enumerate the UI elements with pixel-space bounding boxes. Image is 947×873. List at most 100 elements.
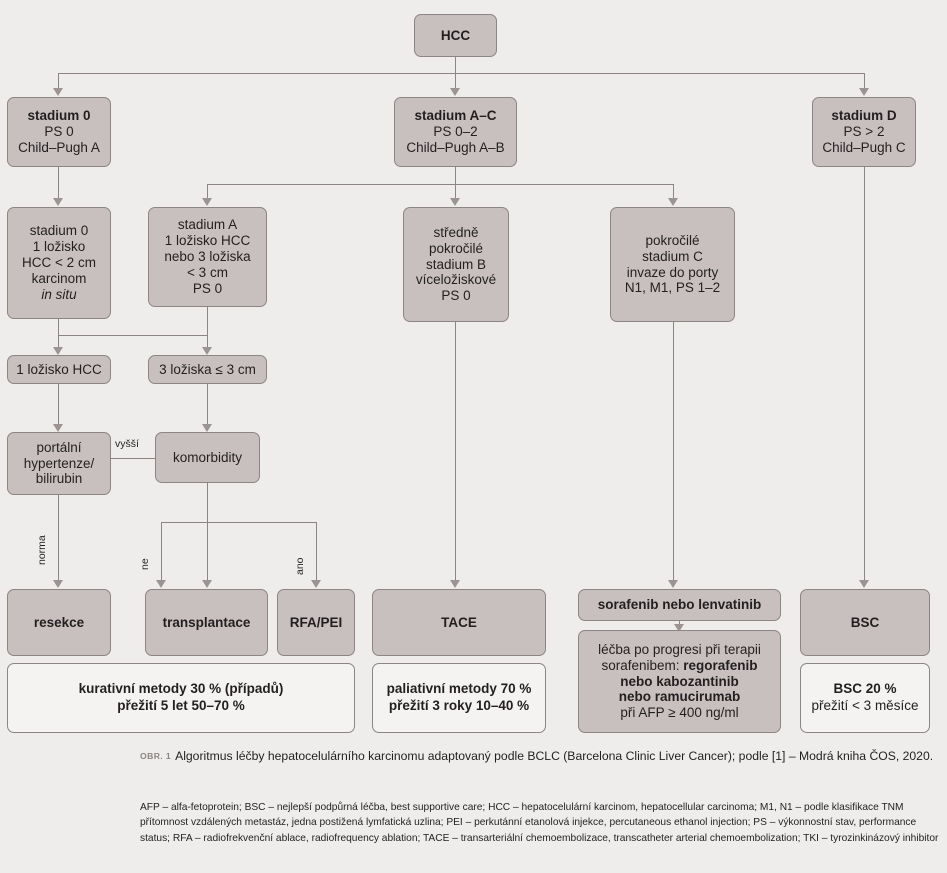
node-stage-c-detail-l4: N1, M1, PS 1–2: [624, 280, 721, 296]
figure-label: OBR. 1: [140, 751, 172, 761]
connector-hcc-down: [455, 56, 456, 73]
connector-stagec-sorafenib: [673, 322, 674, 581]
connector-to-stageac: [455, 73, 456, 89]
node-tace[interactable]: TACE: [372, 589, 546, 656]
arrow-sorafenib-progression: [674, 624, 684, 632]
connector-comorbidity-no: [161, 522, 162, 581]
outcome-bsc[interactable]: BSC 20 % přežití < 3 měsíce: [800, 663, 930, 733]
outcome-bsc-l1: BSC 20 %: [833, 681, 897, 697]
connector-portal-resection: [58, 495, 59, 581]
connector-to-onelesion: [58, 335, 59, 348]
node-stage-0-detail-l5: in situ: [41, 286, 77, 302]
node-stage-c-detail-l1: pokročilé: [645, 232, 700, 248]
node-portal-l1: portální: [36, 439, 82, 455]
node-stage-d-line2: PS > 2: [843, 124, 885, 140]
node-stage-a-detail-l1: stadium A: [177, 217, 238, 233]
node-stage-0-detail-l3: HCC < 2 cm: [22, 255, 96, 271]
node-transplantation[interactable]: transplantace: [145, 589, 268, 656]
arrow-to-onelesion: [53, 347, 63, 355]
arrow-comorbidity-yes: [311, 580, 321, 588]
node-portal-hypertension[interactable]: portální hypertenze/ bilirubin: [7, 432, 111, 495]
arrow-to-stageb: [450, 198, 460, 206]
node-sorafenib[interactable]: sorafenib nebo lenvatinib: [578, 589, 781, 621]
node-hcc-label: HCC: [440, 27, 471, 43]
node-stage-ac[interactable]: stadium A–C PS 0–2 Child–Pugh A–B: [394, 97, 517, 167]
node-stage-0-detail-l4: karcinom: [31, 270, 87, 286]
node-stage-d-title: stadium D: [831, 108, 897, 124]
node-comorbidity[interactable]: komorbidity: [155, 432, 260, 483]
connector-stageadetail-down: [207, 307, 208, 348]
node-resection-label: resekce: [33, 614, 85, 630]
arrow-onelesion-portal: [53, 424, 63, 432]
connector-stageac-down: [455, 167, 456, 184]
node-progression-l1: léčba po progresi při terapii: [598, 641, 761, 657]
node-stage-0-detail[interactable]: stadium 0 1 ložisko HCC < 2 cm karcinom …: [7, 207, 111, 319]
connector-bus-row2: [207, 184, 673, 185]
node-stage-a-detail-l4: < 3 cm: [187, 264, 228, 280]
node-bsc[interactable]: BSC: [800, 589, 930, 656]
outcome-curative-l1: kurativní metody 30 % (případů): [78, 681, 284, 697]
outcome-curative-l2: přežití 5 let 50–70 %: [117, 698, 245, 713]
node-stage-b-detail-l2: pokročilé: [428, 240, 484, 256]
node-progression-l5: při AFP ≥ 400 ng/ml: [620, 705, 739, 721]
node-rfa-pei-label: RFA/PEI: [289, 614, 343, 630]
node-stage-c-detail[interactable]: pokročilé stadium C invaze do porty N1, …: [610, 207, 735, 322]
connector-stage0-detail: [58, 167, 59, 199]
arrow-stage0-detail: [53, 198, 63, 206]
abbreviations-list: AFP – alfa-fetoprotein; BSC – nejlepší p…: [140, 802, 939, 844]
node-hcc[interactable]: HCC: [414, 14, 497, 57]
arrow-to-stagea: [202, 198, 212, 206]
node-comorbidity-label: komorbidity: [172, 449, 243, 465]
node-one-lesion[interactable]: 1 ložisko HCC: [7, 355, 111, 384]
arrow-to-threelesions: [202, 347, 212, 355]
node-stage-b-detail-l4: víceložiskové: [415, 272, 497, 288]
outcome-curative[interactable]: kurativní metody 30 % (případů) přežití …: [7, 663, 355, 733]
connector-stage0detail-down: [58, 319, 59, 335]
arrow-stagec-sorafenib: [668, 580, 678, 588]
node-stage-b-detail-l3: stadium B: [425, 256, 487, 272]
node-progression-therapy[interactable]: léčba po progresi při terapii sorafenibe…: [578, 630, 781, 733]
node-stage-0-line3: Child–Pugh A: [18, 139, 100, 155]
node-stage-a-detail-l2: 1 ložisko HCC: [164, 233, 251, 249]
node-stage-c-detail-l3: invaze do porty: [626, 264, 719, 280]
node-stage-ac-title: stadium A–C: [414, 108, 497, 124]
connector-portal-comorbidity: [110, 458, 155, 459]
node-stage-b-detail[interactable]: středně pokročilé stadium B víceložiskov…: [403, 207, 509, 322]
node-one-lesion-label: 1 ložisko HCC: [16, 361, 102, 377]
node-stage-ac-line3: Child–Pugh A–B: [406, 139, 505, 155]
connector-bus-lesions: [58, 335, 207, 336]
connector-threelesions-comorbidity: [207, 384, 208, 425]
node-resection[interactable]: resekce: [7, 589, 111, 656]
outcome-palliative[interactable]: paliativní metody 70 % přežití 3 roky 10…: [372, 663, 546, 733]
node-stage-a-detail-l3: nebo 3 ložiska: [164, 249, 251, 265]
figure-caption-text: Algoritmus léčby hepatocelulárního karci…: [175, 749, 934, 763]
node-stage-d-line3: Child–Pugh C: [822, 139, 906, 155]
node-progression-l2a: sorafenibem:: [601, 657, 684, 673]
node-sorafenib-label: sorafenib nebo lenvatinib: [597, 597, 762, 613]
arrow-to-stagec: [668, 198, 678, 206]
outcome-palliative-l2: přežití 3 roky 10–40 %: [388, 698, 530, 713]
connector-to-stageb: [455, 184, 456, 199]
node-portal-l2: hypertenze/: [23, 455, 95, 471]
node-rfa-pei[interactable]: RFA/PEI: [277, 589, 355, 656]
edge-label-normal: norma: [36, 533, 48, 567]
connector-onelesion-portal: [58, 384, 59, 425]
node-progression-l4: nebo ramucirumab: [618, 689, 741, 705]
edge-label-yes: ano: [294, 555, 306, 577]
arrow-to-stage0: [53, 88, 63, 96]
node-stage-a-detail[interactable]: stadium A 1 ložisko HCC nebo 3 ložiska <…: [148, 207, 267, 307]
node-stage-0[interactable]: stadium 0 PS 0 Child–Pugh A: [7, 97, 111, 167]
node-three-lesions-label: 3 ložiska ≤ 3 cm: [159, 361, 256, 377]
outcome-bsc-l2: přežití < 3 měsíce: [811, 698, 919, 713]
node-bsc-label: BSC: [850, 614, 880, 630]
connector-to-stage0: [58, 73, 59, 89]
node-stage-0-line2: PS 0: [44, 124, 74, 140]
node-stage-ac-line2: PS 0–2: [433, 124, 478, 140]
node-stage-0-title: stadium 0: [27, 108, 91, 124]
node-three-lesions[interactable]: 3 ložiska ≤ 3 cm: [148, 355, 267, 384]
arrow-portal-resection: [53, 580, 63, 588]
node-stage-d[interactable]: stadium D PS > 2 Child–Pugh C: [812, 97, 916, 167]
node-stage-a-detail-l5: PS 0: [192, 280, 223, 296]
